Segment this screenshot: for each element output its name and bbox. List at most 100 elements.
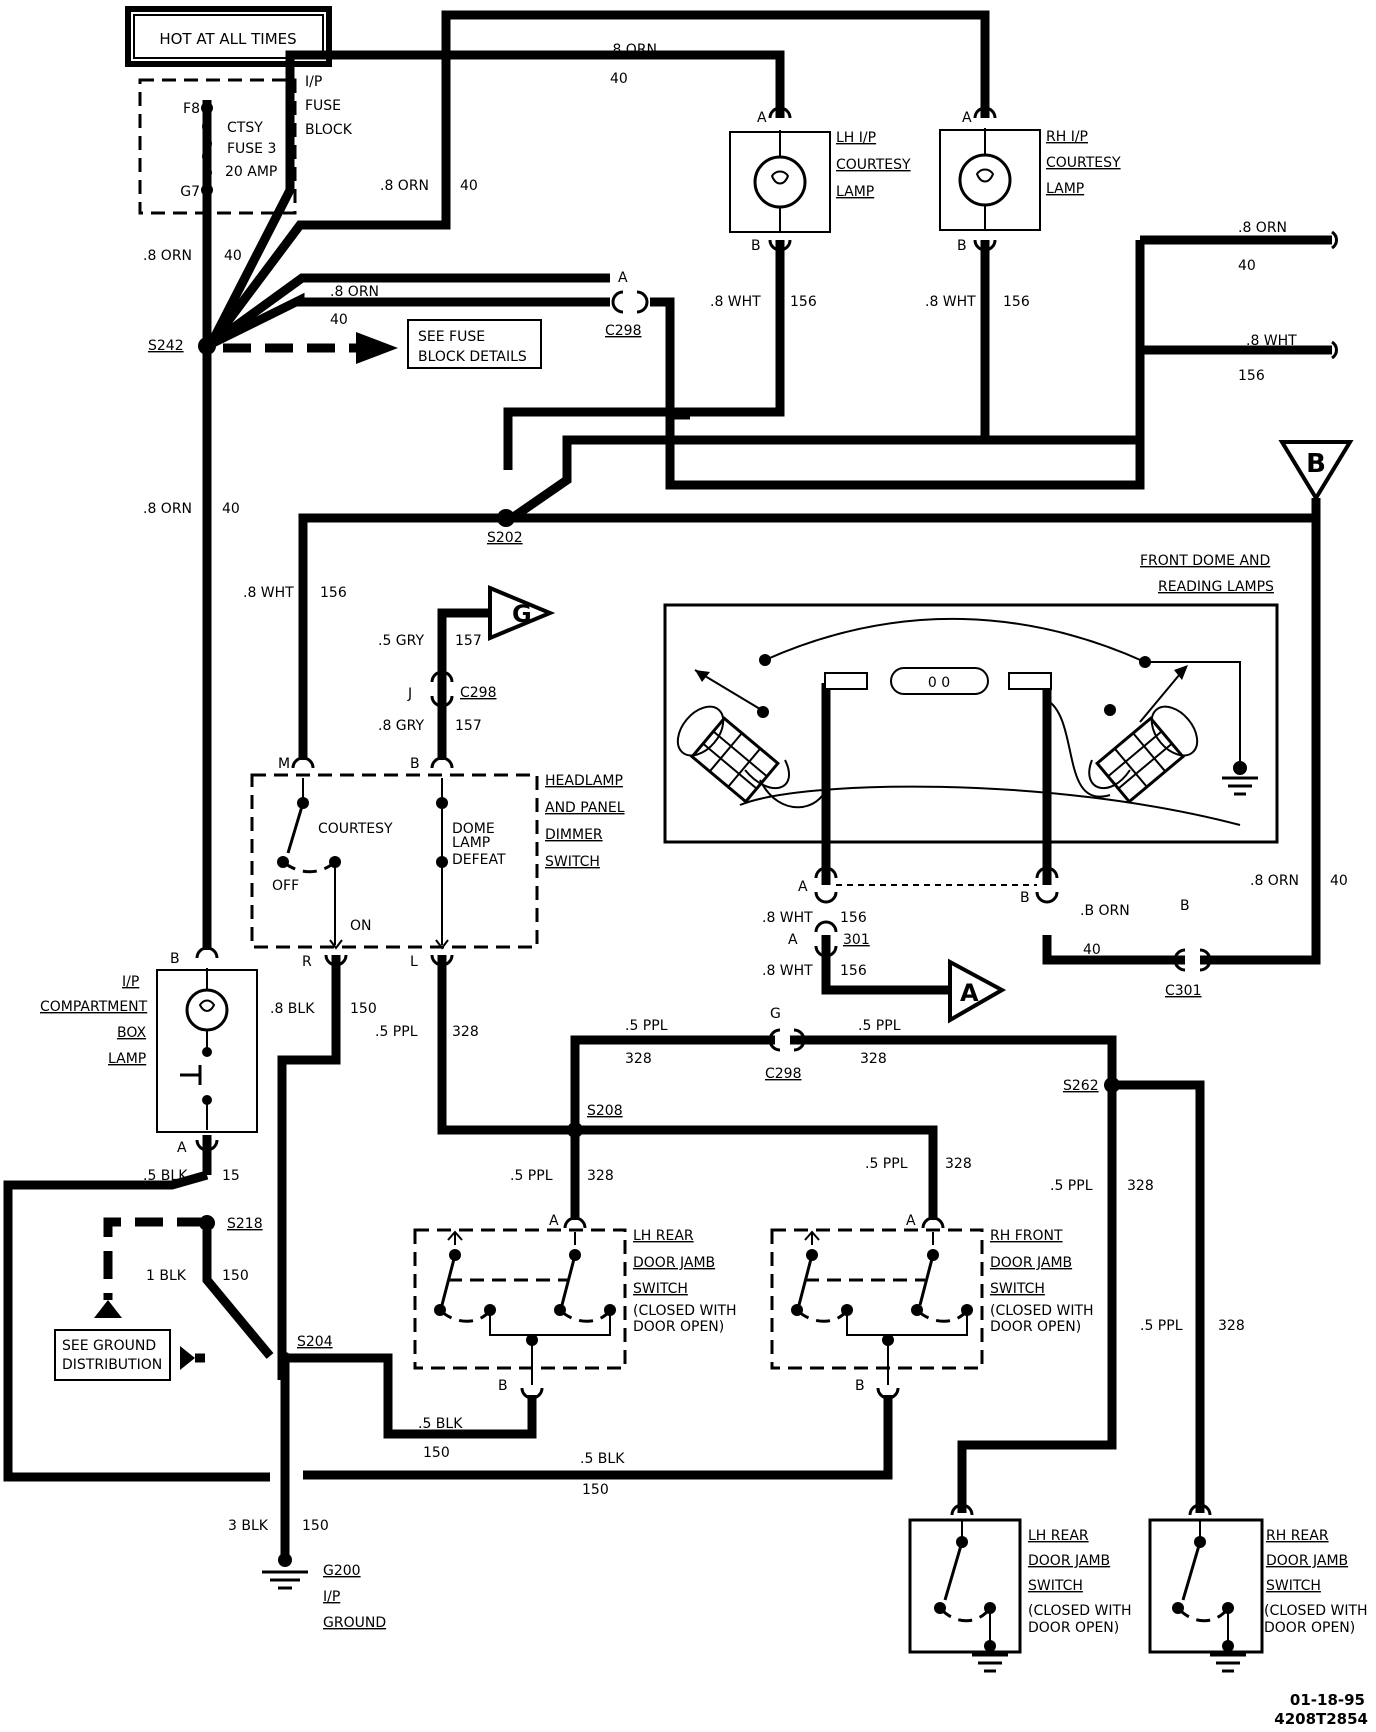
dome-bulb-label: 0 0: [928, 675, 950, 691]
ref-flag-g: G: [488, 585, 556, 641]
splice-s208-dot: [567, 1122, 583, 1138]
wire-label-wht-courtesy: .8 WHT: [243, 585, 294, 601]
wire-code-40-c301: 40: [1330, 873, 1348, 889]
dome-connectors: A B A 301 B C301: [788, 866, 1212, 999]
rhf-title-1: RH FRONT: [990, 1228, 1063, 1244]
wire-network: [3, 10, 1332, 1556]
splice-s202-dot: [497, 509, 515, 527]
on-label: ON: [350, 918, 372, 934]
glove-pin-b: B: [170, 951, 180, 967]
wire-code-328-s262: 328: [1127, 1178, 1154, 1194]
wire-code-328-s208: 328: [587, 1168, 614, 1184]
splice-s202: S202: [487, 530, 523, 546]
wire-label-orn-feed: .8 ORN: [143, 248, 192, 264]
wire-label-ppl-l: .5 PPL: [375, 1024, 418, 1040]
g200-line2: I/P: [323, 1589, 340, 1605]
footer-date: 01-18-95: [1290, 1691, 1365, 1709]
fuse-name: CTSY: [227, 120, 263, 136]
g200-line3: GROUND: [323, 1615, 386, 1631]
wire-code-40-right: 40: [1238, 258, 1256, 274]
wire-label-wht-rh: .8 WHT: [925, 294, 976, 310]
lhr2-title-1: LH REAR: [1028, 1528, 1089, 1544]
lhr2-title-2: DOOR JAMB: [1028, 1553, 1110, 1569]
wire-label-ppl-s262: .5 PPL: [1050, 1178, 1093, 1194]
wire-code-156-a: 156: [840, 963, 867, 979]
splice-dots: [198, 337, 1120, 1364]
rhf-pin-b: B: [855, 1378, 865, 1394]
wire-code-328-rhr: 328: [1218, 1318, 1245, 1334]
off-label: OFF: [272, 878, 299, 894]
c301-pin-b: B: [1180, 898, 1190, 914]
see-fuse-line2: BLOCK DETAILS: [418, 349, 527, 365]
connector-c298-a: A C298: [605, 270, 649, 339]
c298-pin-j: J: [407, 686, 412, 702]
wire-label-ppl-rhf: .5 PPL: [865, 1156, 908, 1172]
fuse-block-title-2: FUSE: [305, 98, 341, 114]
dome-title-2: READING LAMPS: [1158, 579, 1274, 595]
dome-pin-a: A: [798, 879, 808, 895]
c301-pin-a: A: [788, 932, 798, 948]
glove-title-4: LAMP: [108, 1051, 146, 1067]
dimmer-pin-b: B: [410, 756, 420, 772]
rhf-title-3: SWITCH: [990, 1281, 1045, 1297]
footer-code: 4208T2854: [1274, 1710, 1368, 1728]
wire-label-wht-right: .8 WHT: [1246, 333, 1297, 349]
wire-label-orn-down: .8 ORN: [143, 501, 192, 517]
fuse-number: FUSE 3: [227, 141, 276, 157]
fuse-rating: 20 AMP: [225, 164, 277, 180]
rh-lamp-title-1: RH I/P: [1046, 129, 1088, 145]
dome-defeat-1: DOME: [452, 821, 495, 837]
rh-front-door-jamb-switch: A B RH FRONT DOOR JAMB SWITCH (CLOSED WI…: [770, 1213, 1094, 1400]
wire-code-150-lhr: 150: [423, 1445, 450, 1461]
lh-lamp-pin-b: B: [751, 238, 761, 254]
lhr-title-3: SWITCH: [633, 1281, 688, 1297]
g200-ground: G200 I/P GROUND: [262, 1553, 386, 1631]
ip-fuse-block: F8 G7 CTSY FUSE 3 20 AMP I/P FUSE BLOCK: [138, 74, 353, 215]
wire-label-blk-05-glove: .5 BLK: [143, 1168, 188, 1184]
front-dome-reading-lamps: FRONT DOME AND READING LAMPS 0 0: [663, 553, 1279, 844]
wire-label-gry-08: .8 GRY: [378, 718, 424, 734]
wire-label-ppl-c298r: .5 PPL: [858, 1018, 901, 1034]
dome-defeat-2: LAMP: [452, 835, 490, 851]
wire-code-156-lh: 156: [790, 294, 817, 310]
lhr-pin-b: B: [498, 1378, 508, 1394]
dome-title-1: FRONT DOME AND: [1140, 553, 1270, 569]
dimmer-title-2: AND PANEL: [545, 800, 625, 816]
lhr-title-2: DOOR JAMB: [633, 1255, 715, 1271]
courtesy-label: COURTESY: [318, 821, 393, 837]
splice-s262: S262: [1063, 1078, 1099, 1094]
wire-label-orn-c301: .8 ORN: [1250, 873, 1299, 889]
wire-code-40-dome: 40: [1083, 942, 1101, 958]
hot-label: HOT AT ALL TIMES: [159, 30, 296, 48]
rhf-title-4: (CLOSED WITH: [990, 1303, 1094, 1319]
hot-at-all-times-box: HOT AT ALL TIMES: [125, 6, 332, 67]
wire-code-328-c298r: 328: [860, 1051, 887, 1067]
wire-code-156-dome: 156: [840, 910, 867, 926]
wire-label-wht-dome: .8 WHT: [762, 910, 813, 926]
wire-label-blk-08: .8 BLK: [270, 1001, 315, 1017]
c298-top-label: C298: [605, 323, 642, 339]
ref-flag-a: A: [948, 958, 1007, 1024]
rhr-title-1: RH REAR: [1266, 1528, 1329, 1544]
wire-label-orn-c298: .8 ORN: [330, 284, 379, 300]
rhf-pin-a: A: [906, 1213, 916, 1229]
rhf-title-5: DOOR OPEN): [990, 1319, 1081, 1335]
wire-code-15: 15: [222, 1168, 240, 1184]
dimmer-title-1: HEADLAMP: [545, 773, 623, 789]
wire-label-orn-mid: .8 ORN: [380, 178, 429, 194]
rh-lamp-pin-a: A: [962, 110, 972, 126]
wire-code-150-rhf: 150: [582, 1482, 609, 1498]
wire-code-328-rhf: 328: [945, 1156, 972, 1172]
wire-code-157-bottom: 157: [455, 718, 482, 734]
lh-lamp-title-1: LH I/P: [836, 130, 876, 146]
dimmer-pin-l: L: [410, 954, 418, 970]
rhr-title-5: DOOR OPEN): [1264, 1620, 1355, 1636]
splice-s204: S204: [297, 1334, 333, 1350]
dimmer-pin-m: M: [278, 756, 290, 772]
wire-label-ppl-c298l: .5 PPL: [625, 1018, 668, 1034]
wire-code-40-mid: 40: [460, 178, 478, 194]
wire-code-40-c298: 40: [330, 312, 348, 328]
wire-label-gry-05: .5 GRY: [378, 633, 424, 649]
ref-flag-b: B: [1278, 440, 1354, 502]
wire-label-ppl-s208: .5 PPL: [510, 1168, 553, 1184]
